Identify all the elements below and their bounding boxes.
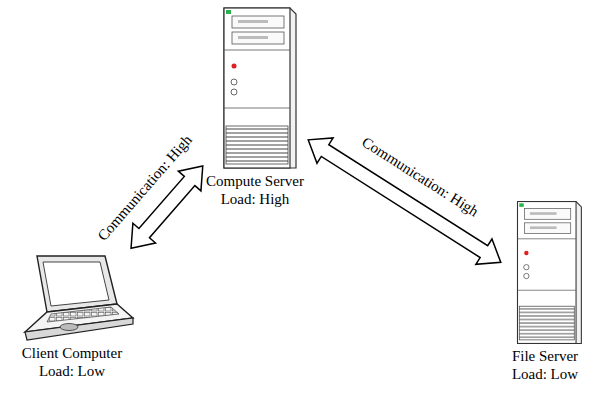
server-tower <box>505 198 585 347</box>
node-name: Client Computer <box>22 344 122 362</box>
node-name: File Server <box>512 347 578 365</box>
laptop-computer <box>7 252 137 344</box>
load-label: Load: Low <box>512 365 578 383</box>
computer-node: Compute ServerLoad: High <box>206 4 304 208</box>
computer-node: File ServerLoad: Low <box>505 198 585 383</box>
load-label: Load: High <box>221 190 290 208</box>
computer-node: Client ComputerLoad: Low <box>7 252 137 380</box>
node-name: Compute Server <box>206 172 304 190</box>
edge-label: Communication: High <box>357 132 483 221</box>
server-tower <box>210 4 300 172</box>
load-label: Load: Low <box>39 362 105 380</box>
edge-label: Communication: High <box>93 130 197 246</box>
